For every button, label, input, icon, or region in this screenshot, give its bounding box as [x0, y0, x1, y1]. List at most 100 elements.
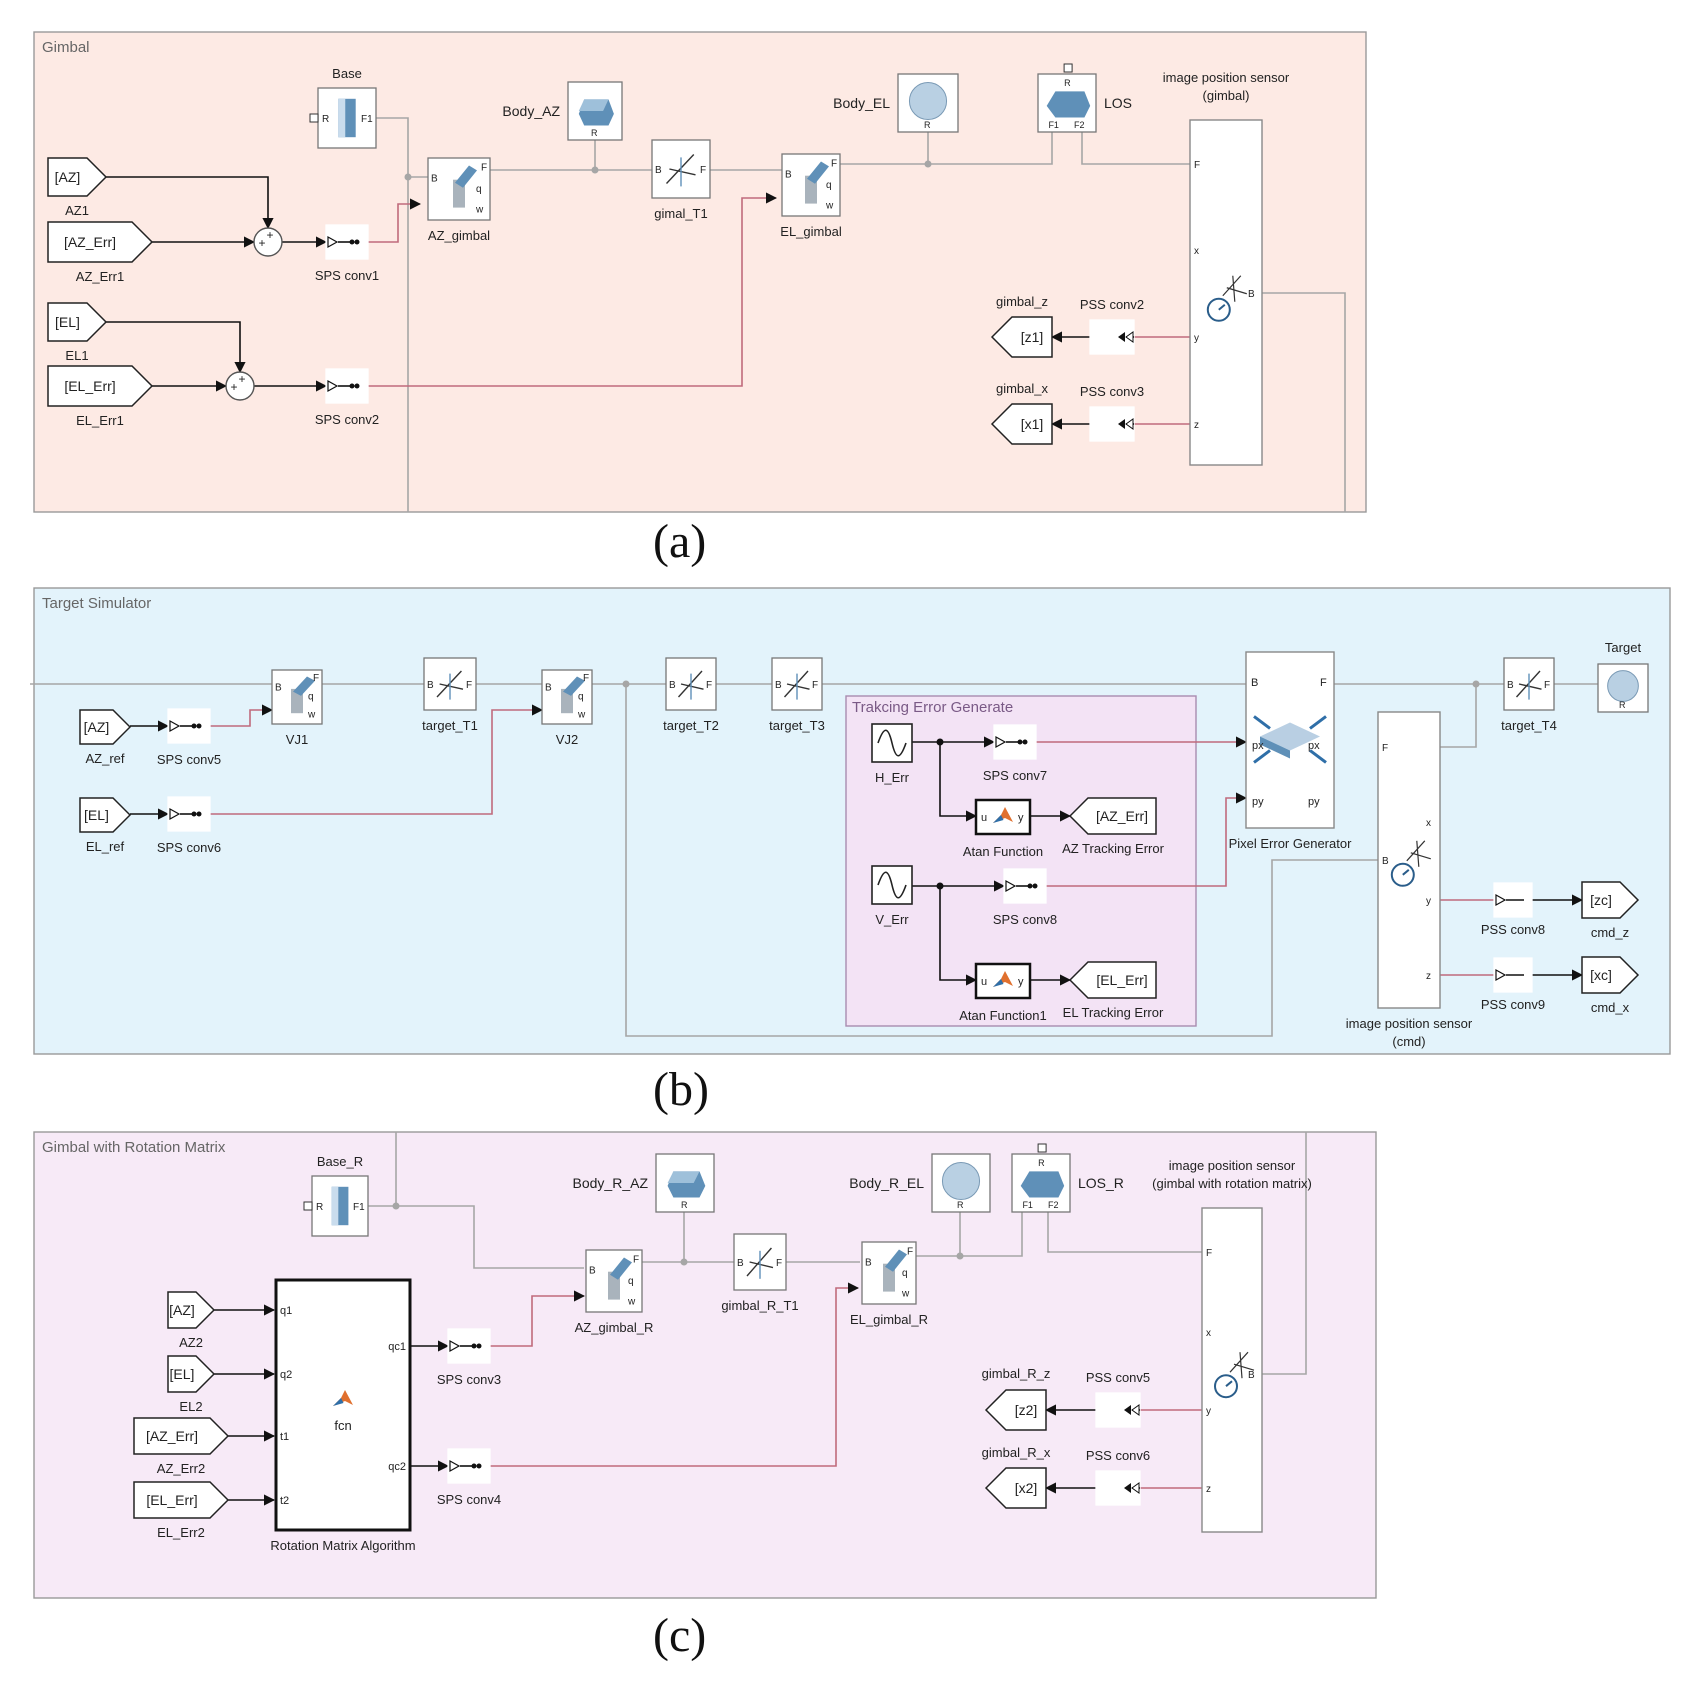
pss-conv6-tri1 [1124, 1483, 1131, 1493]
target-t2-transform-port-F: F [706, 680, 712, 691]
from-az-err2 [133, 1417, 230, 1455]
from-az-ref-label: AZ_ref [85, 751, 124, 766]
pixel-error-generator-port-px-in: px [1252, 740, 1264, 752]
from-az1-text: [AZ] [55, 169, 81, 185]
atan-function1-port-u: u [981, 976, 987, 988]
sensor-gimbal-r-port-z: z [1206, 1484, 1211, 1495]
v-err-sine-label: V_Err [875, 912, 909, 927]
sensor-gimbal-port-x: x [1194, 246, 1199, 257]
body-r-az-block-label: Body_R_AZ [573, 1175, 649, 1191]
sps-conv2-dot2 [354, 383, 360, 389]
goto-xc-label: cmd_x [1591, 1000, 1630, 1015]
gimal-t1-transform-port-F: F [700, 165, 706, 176]
goto-el-tracking [1068, 961, 1157, 999]
sps-conv1-label: SPS conv1 [315, 268, 379, 283]
line-conv4-to-el-r [486, 1282, 860, 1467]
vj2-joint-port-w: w [577, 710, 586, 721]
goto-z2 [984, 1389, 1047, 1431]
vj2-joint-port-q: q [578, 692, 584, 703]
base-block-conn [309, 113, 319, 123]
line-conv3-to-az-r [486, 1290, 586, 1347]
sps-conv1-in-arrow [327, 235, 339, 249]
sensor-gimbal-port-F: F [1194, 160, 1200, 171]
rotation-matrix-fcn [274, 1278, 412, 1532]
line-loop-to-sensor [625, 684, 1378, 1037]
base-block-face [338, 98, 346, 138]
goto-el-tracking-label: EL Tracking Error [1063, 1005, 1164, 1020]
line-h-to-atan [939, 742, 978, 822]
atan-function-label: Atan Function [963, 844, 1043, 859]
body-r-az-block-port-R: R [681, 1200, 688, 1210]
az-gimbal-joint-port-B: B [431, 174, 438, 185]
atan-function1-icon-fill2 [993, 979, 1004, 987]
el-gimbal-r-joint-port-F: F [907, 1246, 913, 1257]
panel-b-title: Target Simulator [42, 595, 151, 612]
az-gimbal-r-joint-port-B: B [589, 1266, 596, 1277]
atan-function1-port-y: y [1018, 976, 1024, 988]
sps-conv4-dot1 [471, 1463, 477, 1469]
sps-conv5-dot2 [196, 723, 202, 729]
caption-a: (a) [653, 515, 707, 568]
gimal-t1-transform-label: gimal_T1 [654, 206, 707, 221]
base-block-label: Base [332, 66, 362, 81]
target-t3-transform-label: target_T3 [769, 718, 825, 733]
sps-conv3-dot2 [476, 1343, 482, 1349]
goto-xc [1581, 956, 1640, 994]
fcn-port-q2: q2 [280, 1369, 292, 1381]
from-az-err1 [47, 221, 154, 263]
line-conv5-to-vj1 [206, 704, 274, 727]
from-el-err1 [47, 365, 154, 407]
gimal-t1-transform-axis2 [669, 168, 696, 176]
line-base-down [375, 117, 409, 512]
goto-x2-text: [x2] [1015, 1480, 1038, 1496]
junction-h [936, 738, 944, 746]
pss-conv2-label: PSS conv2 [1080, 297, 1144, 312]
body-r-el-block-label: Body_R_EL [849, 1175, 924, 1191]
line-los-to-sensor [1081, 132, 1190, 165]
az-gimbal-joint-arm [455, 165, 477, 188]
target-t4-transform-label: target_T4 [1501, 718, 1557, 733]
pss-conv3-tri1 [1118, 419, 1125, 429]
pss-conv9-in-arrow [1495, 968, 1507, 982]
tracking-title: Trakcing Error Generate [852, 699, 1013, 716]
caption-b: (b) [653, 1063, 709, 1116]
line-az1-to-sum [106, 176, 274, 230]
body-r-el-block-port-R: R [957, 1200, 964, 1210]
base-r-block-conn [303, 1201, 313, 1211]
sps-conv4-label: SPS conv4 [437, 1492, 501, 1507]
sps-conv3-dot1 [471, 1343, 477, 1349]
az-gimbal-r-joint-port-q: q [628, 1276, 634, 1287]
from-el-ref-label: EL_ref [86, 839, 125, 854]
target-t1-transform-axis2 [439, 683, 464, 690]
az-gimbal-joint-port-q: q [476, 184, 482, 195]
sensor-gimbal-port-B: B [1248, 289, 1255, 300]
v-err-sine-wave [877, 871, 907, 899]
el-gimbal-joint-port-B: B [785, 170, 792, 181]
from-el1 [47, 302, 108, 342]
junction-base-r [392, 1202, 400, 1210]
junction-base [404, 173, 412, 181]
el-gimbal-joint-port-F: F [831, 158, 837, 169]
from-az1-label: AZ1 [65, 203, 89, 218]
target-t3-transform-axis2 [786, 683, 810, 690]
from-el-err2-text: [EL_Err] [146, 1492, 197, 1508]
target-t3-transform-port-B: B [775, 680, 782, 691]
sensor-cmd-needle [1402, 869, 1410, 876]
sensor-gimbal-r-label1: image position sensor [1169, 1158, 1296, 1173]
sum-az-plus-1: + [258, 236, 265, 250]
el-gimbal-joint-arm [807, 161, 829, 184]
pss-conv6-label: PSS conv6 [1086, 1448, 1150, 1463]
from-el-err2-label: EL_Err2 [157, 1525, 205, 1540]
from-az2-text: [AZ] [169, 1302, 195, 1318]
fcn-port-qc1: qc1 [388, 1341, 406, 1353]
el-gimbal-joint-port-w: w [825, 201, 834, 212]
sps-conv2-dot1 [349, 383, 355, 389]
el-gimbal-r-joint-arm [885, 1249, 907, 1272]
body-el-block-ball [908, 81, 948, 121]
target-t1-transform-port-F: F [466, 680, 472, 691]
los-r-block-shape [1020, 1171, 1065, 1198]
sensor-cmd-port-x: x [1426, 818, 1431, 829]
